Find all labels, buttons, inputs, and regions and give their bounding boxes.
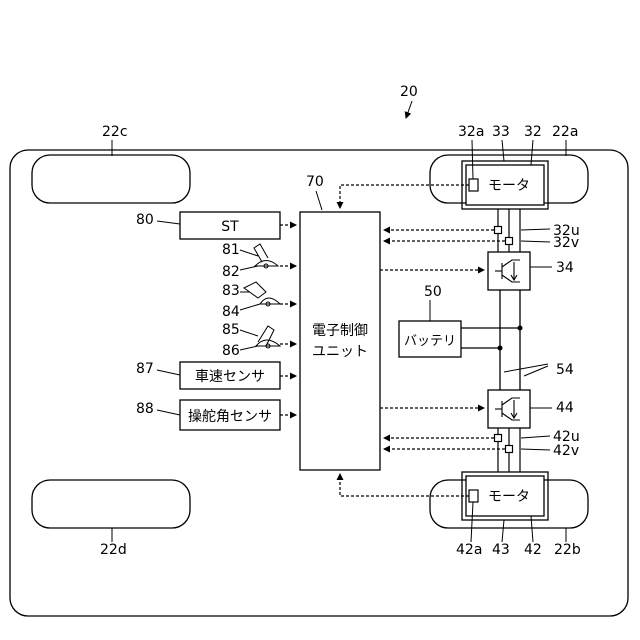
front-motor-unit-ref: 32 bbox=[524, 124, 542, 140]
front-motor-label: モータ bbox=[488, 178, 530, 194]
st-box-label: ST bbox=[221, 219, 239, 235]
battery-label: バッテリ bbox=[404, 334, 456, 349]
rear-motor-label: モータ bbox=[488, 489, 530, 505]
vehicle-ref: 20 bbox=[400, 84, 418, 100]
rear-current-sensor-v bbox=[506, 446, 513, 453]
pedal-sensor-2-icon bbox=[244, 282, 280, 306]
rear-rotation-sensor bbox=[469, 490, 478, 502]
steer-sensor-label: 操舵角センサ bbox=[188, 409, 272, 425]
wheel-rr-label: 22b bbox=[554, 542, 581, 558]
ecu-label-line1: 電子制御 bbox=[312, 323, 368, 339]
ref-86: 86 bbox=[222, 343, 240, 359]
front-current-sensor-u bbox=[495, 227, 502, 234]
rear-motor-unit-ref: 42 bbox=[524, 542, 542, 558]
front-motor-ref: 33 bbox=[492, 124, 510, 140]
front-rotation-sensor bbox=[469, 179, 478, 191]
steer-ref: 88 bbox=[136, 401, 154, 417]
lever-sensor-icon bbox=[256, 326, 280, 348]
ref-81: 81 bbox=[222, 242, 240, 258]
wheel-rear-left bbox=[32, 480, 190, 528]
speed-sensor-label: 車速センサ bbox=[195, 368, 265, 385]
ref-85: 85 bbox=[222, 322, 240, 338]
front-current-sensor-v bbox=[506, 238, 513, 245]
wheel-rl-label: 22d bbox=[100, 542, 127, 558]
ref-82: 82 bbox=[222, 264, 240, 280]
ecu-label-line2: ユニット bbox=[312, 344, 368, 360]
ref-83: 83 bbox=[222, 283, 240, 299]
speed-ref: 87 bbox=[136, 361, 154, 377]
rear-motor-ref: 43 bbox=[492, 542, 510, 558]
power-lines-ref: 54 bbox=[556, 362, 574, 378]
wheel-fr-label: 22a bbox=[552, 124, 578, 140]
wheel-front-left bbox=[32, 155, 190, 203]
rear-current-sensor-u bbox=[495, 435, 502, 442]
ecu-box bbox=[300, 212, 380, 470]
front-inverter-box bbox=[488, 252, 530, 290]
front-inverter-ref: 34 bbox=[556, 260, 574, 276]
front-32v-label: 32v bbox=[553, 235, 579, 251]
front-sensor-ref: 32a bbox=[458, 124, 484, 140]
front-rotation-signal bbox=[340, 185, 469, 208]
rear-42v-label: 42v bbox=[553, 443, 579, 459]
ref-84: 84 bbox=[222, 304, 240, 320]
st-ref: 80 bbox=[136, 212, 154, 228]
ecu-ref: 70 bbox=[306, 174, 324, 190]
rear-inverter-ref: 44 bbox=[556, 400, 574, 416]
rear-sensor-ref: 42a bbox=[456, 542, 482, 558]
vehicle-ref-arrow bbox=[406, 101, 412, 118]
rear-rotation-signal bbox=[340, 474, 469, 496]
wheel-fl-label: 22c bbox=[102, 124, 128, 140]
rear-inverter-box bbox=[488, 390, 530, 428]
battery-ref: 50 bbox=[424, 284, 442, 300]
